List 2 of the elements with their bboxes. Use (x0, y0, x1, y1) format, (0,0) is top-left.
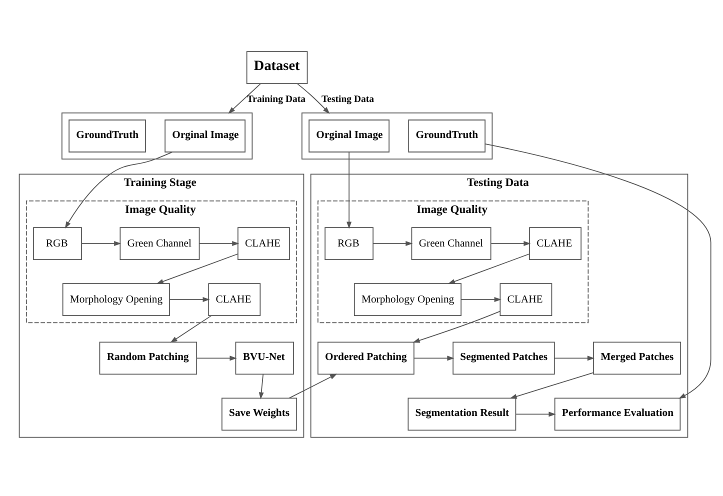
edge-label: Training Data (246, 94, 306, 106)
edge-label: Testing Data (322, 94, 374, 106)
